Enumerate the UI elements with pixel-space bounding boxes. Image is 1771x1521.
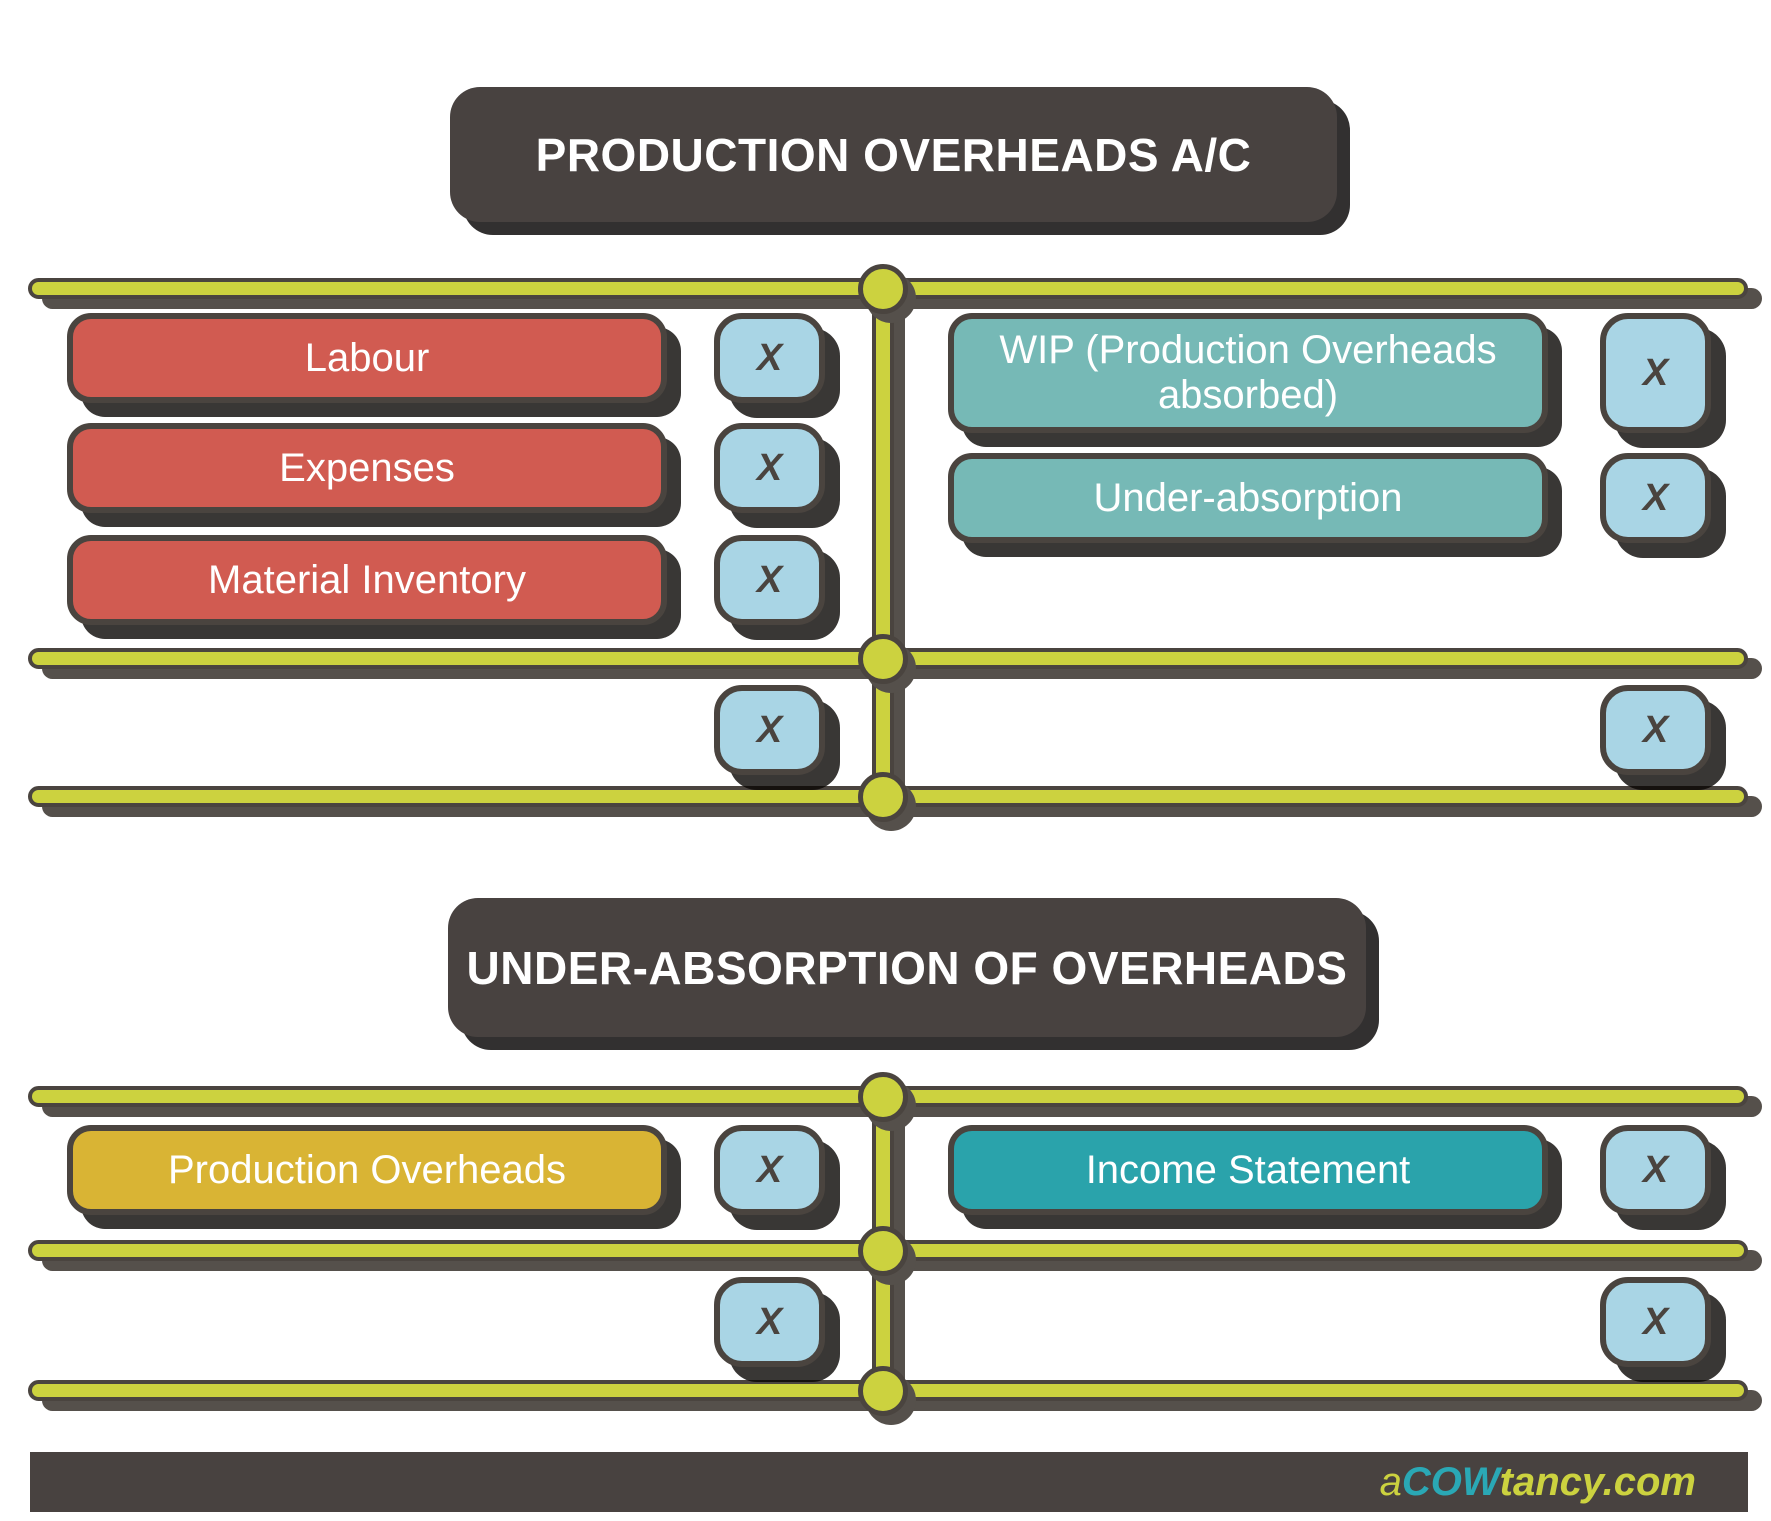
account2-node-bottom — [858, 1366, 908, 1416]
amount-value: X — [1642, 476, 1669, 519]
amount-value: X — [756, 1300, 783, 1343]
account2-node-middle — [858, 1226, 908, 1276]
amount-value: X — [756, 558, 783, 601]
amount-box-wip: X — [1600, 313, 1711, 433]
account2-title: UNDER-ABSORPTION OF OVERHEADS — [466, 941, 1348, 994]
amount-value: X — [756, 708, 783, 751]
amount-value: X — [1642, 351, 1669, 394]
amount-box-under-absorption: X — [1600, 453, 1711, 543]
amount-box-material-inventory: X — [714, 535, 825, 625]
entry-under-absorption: Under-absorption — [948, 453, 1548, 543]
amount-box-production-overheads: X — [714, 1125, 825, 1215]
account1-node-top — [858, 264, 908, 314]
amount-box-debit-total-1: X — [714, 685, 825, 775]
entry-expenses-label: Expenses — [279, 445, 455, 490]
entry-production-overheads: Production Overheads — [67, 1125, 667, 1215]
entry-production-overheads-label: Production Overheads — [167, 1147, 566, 1192]
amount-value: X — [756, 336, 783, 379]
logo-part-tancy: tancy.com — [1499, 1459, 1696, 1504]
entry-expenses: Expenses — [67, 423, 667, 513]
amount-box-income-statement: X — [1600, 1125, 1711, 1215]
amount-box-labour: X — [714, 313, 825, 403]
account1-title-banner: PRODUCTION OVERHEADS A/C — [450, 87, 1337, 222]
amount-box-debit-total-2: X — [714, 1277, 825, 1367]
entry-material-inventory: Material Inventory — [67, 535, 667, 625]
account1-title: PRODUCTION OVERHEADS A/C — [535, 128, 1252, 181]
amount-value: X — [1642, 1148, 1669, 1191]
amount-value: X — [756, 446, 783, 489]
entry-labour-label: Labour — [304, 335, 430, 380]
amount-box-credit-total-1: X — [1600, 685, 1711, 775]
account1-node-middle — [858, 634, 908, 684]
entry-labour: Labour — [67, 313, 667, 403]
account1-divider — [872, 288, 894, 805]
logo-part-cow: COW — [1401, 1459, 1500, 1504]
amount-value: X — [1642, 1300, 1669, 1343]
account1-node-bottom — [858, 772, 908, 822]
account2-title-banner: UNDER-ABSORPTION OF OVERHEADS — [448, 898, 1366, 1037]
amount-value: X — [756, 1148, 783, 1191]
entry-wip: WIP (Production Overheads absorbed) — [948, 313, 1548, 433]
entry-material-inventory-label: Material Inventory — [208, 557, 526, 602]
account2-node-top — [858, 1072, 908, 1122]
amount-box-credit-total-2: X — [1600, 1277, 1711, 1367]
logo-part-a: a — [1379, 1459, 1402, 1504]
entry-wip-label: WIP (Production Overheads absorbed) — [999, 328, 1497, 417]
entry-under-absorption-label: Under-absorption — [1093, 475, 1403, 520]
amount-box-expenses: X — [714, 423, 825, 513]
entry-income-statement: Income Statement — [948, 1125, 1548, 1215]
entry-income-statement-label: Income Statement — [1085, 1147, 1411, 1192]
acowtancy-logo: aCOWtancy.com — [1380, 1460, 1696, 1505]
footer-bar: aCOWtancy.com — [30, 1452, 1748, 1512]
amount-value: X — [1642, 708, 1669, 751]
